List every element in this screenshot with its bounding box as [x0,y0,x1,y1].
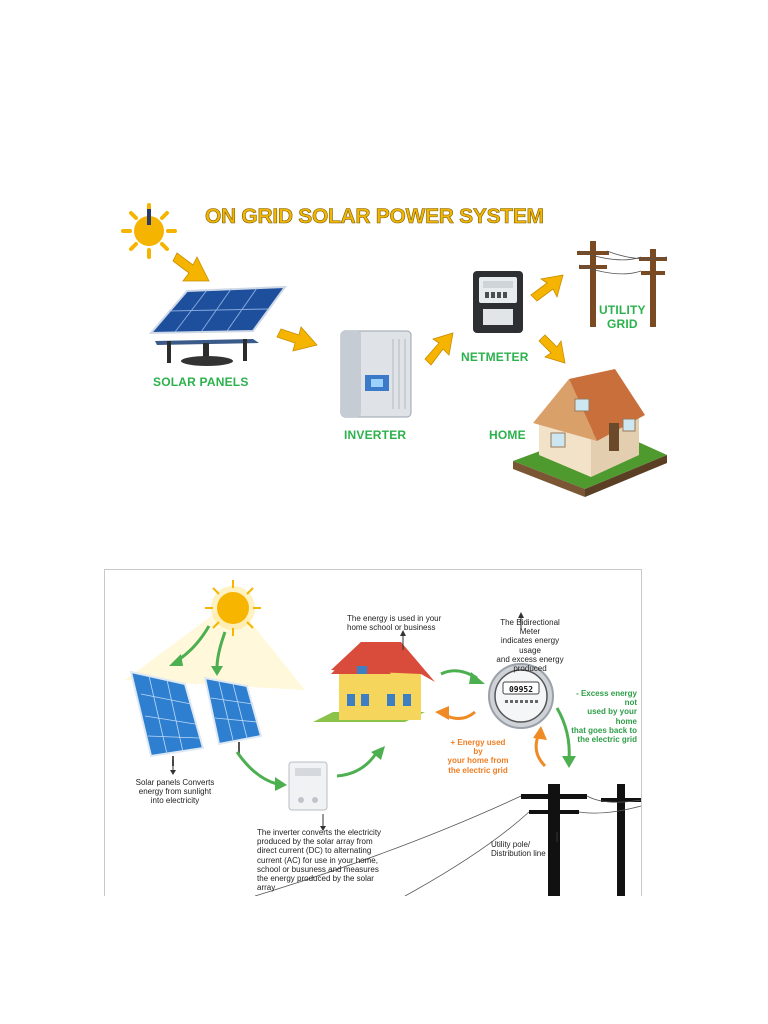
arrow-netmeter-to-home [538,334,566,364]
inverter-note-line: direct current (DC) to alternating [257,846,372,856]
inverter-unit [340,330,412,418]
solar-panels-note-line: Solar panels Converts [135,778,215,787]
sun-icon [121,203,177,259]
home-usage-note-line: The energy is used in your [347,614,442,623]
meter-reading: 09952 [508,685,534,694]
inverter-note-line: produced by the solar array from [257,837,373,847]
house-building [313,642,435,722]
excess-energy-note: - Excess energy not used by your home th… [565,689,637,744]
arrow-sun-to-panel-2 [215,631,227,669]
grid-energy-note-line: the electric grid [448,765,508,775]
grid-energy-note-line: + Energy used by [450,738,506,757]
meter-note-line: The Bidirectional Meter [500,618,560,637]
arrow-panels-to-inverter [235,751,278,786]
inverter-note-line: school or busuness and measures [257,864,379,874]
on-grid-diagram: ON GRID SOLAR POWER SYSTEM SOLAR PANELS … [93,193,675,513]
home-building [513,369,667,497]
utility-pole [254,784,641,896]
excess-energy-note-line: that goes back to [571,725,637,735]
sun-icon [205,580,261,636]
excess-energy-note-line: the electric grid [577,734,637,744]
home-usage-note: The energy is used in your home school o… [347,614,441,632]
solar-panels-note: Solar panels Converts energy from sunlig… [135,778,215,806]
solar-panels-note-line: energy from sunlight [138,787,212,797]
arrow-sun-to-panels [172,252,210,282]
arrow-inverter-to-house [336,751,379,778]
utility-pole-note: Utility pole/ Distribution line [491,840,546,858]
on-grid-graphics [121,203,668,497]
utility-pole-note-line: Distribution line [491,849,546,859]
inverter-note-line: current (AC) for use in your home, [257,855,378,865]
meter-note: The Bidirectional Meter indicates energy… [491,618,569,673]
arrow-panels-to-inverter [276,326,318,352]
inverter-note-line: array [257,883,276,893]
netmeter-label: NETMETER [461,350,529,364]
inverter-note: The inverter converts the electricity pr… [257,828,391,892]
home-label: HOME [489,428,526,442]
inverter-unit [288,761,328,811]
grid-energy-note-line: your home from [447,756,509,766]
meter-note-line: and excess energy [496,654,564,664]
utility-pole-note-line: Utility pole/ [491,840,531,849]
excess-energy-note-line: - Excess energy not [576,689,637,708]
home-usage-note-line: home school or business [347,623,436,633]
bidirectional-meter-diagram: The energy is used in your home school o… [104,569,642,896]
arrow-inverter-to-netmeter [424,332,454,366]
solar-panel-array [148,285,288,366]
solar-panel-right [203,676,263,746]
utility-label-line1: UTILITY [599,303,646,317]
solar-panel-left [129,670,205,758]
inverter-note-line: The inverter converts the electricity [257,828,382,837]
diagram-title: ON GRID SOLAR POWER SYSTEM [205,205,545,229]
solar-panels-label: SOLAR PANELS [153,375,249,389]
arrow-netmeter-to-grid [530,274,564,302]
grid-energy-note: + Energy used by your home from the elec… [445,738,511,775]
arrow-meter-to-pole [555,707,571,761]
meter-note-line: indicates energy usage [500,636,560,655]
meter-note-line: produced [513,663,547,673]
excess-energy-note-line: used by your home [587,707,637,726]
solar-panels-note-line: into electricity [150,796,200,806]
bidirectional-graphics [125,580,641,896]
bidirectional-meter [488,663,554,729]
inverter-note-line: the energy produced by the solar [257,873,374,883]
inverter-label: INVERTER [344,428,407,442]
utility-poles [577,241,668,327]
utility-label-line2: GRID [607,317,638,331]
netmeter-device [473,271,523,333]
